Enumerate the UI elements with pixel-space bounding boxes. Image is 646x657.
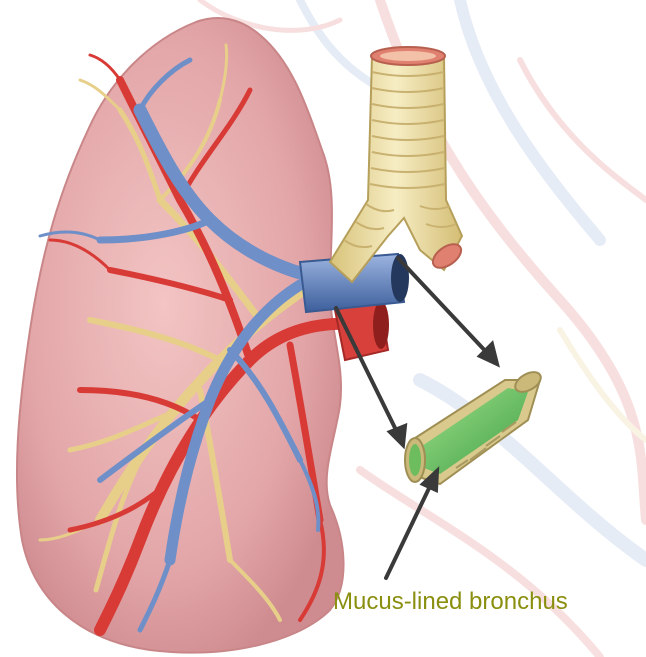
figure-caption: Mucus-lined bronchus [333,588,568,616]
trachea-icon [330,47,465,282]
